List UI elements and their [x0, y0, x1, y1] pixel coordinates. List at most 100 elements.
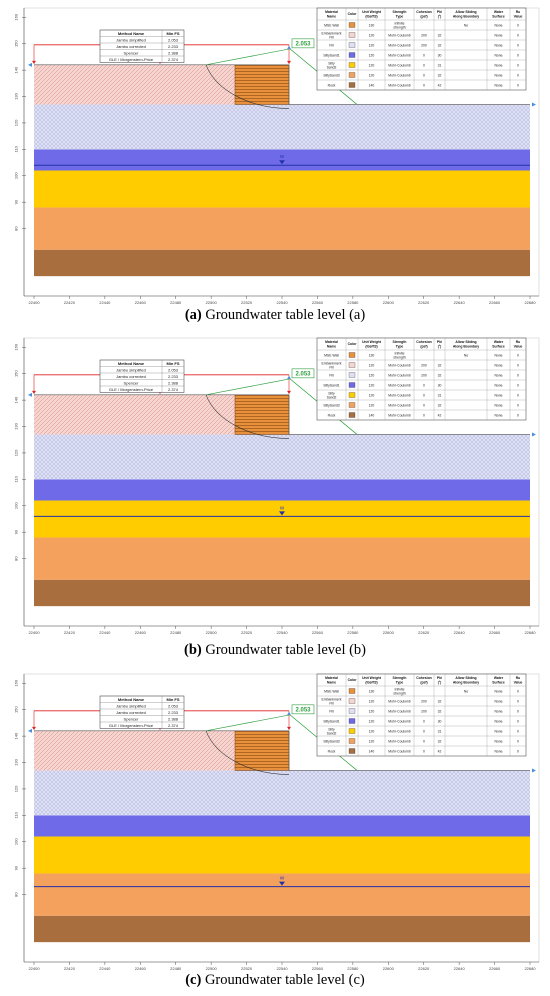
material-cell: 0 — [423, 63, 425, 67]
material-cell: 0 — [517, 83, 519, 87]
material-cell: No — [464, 23, 468, 27]
caption-letter: (b) — [184, 642, 202, 658]
material-header: (psf) — [420, 681, 427, 685]
material-header: Unit Weight — [362, 340, 382, 344]
material-cell: 200 — [421, 373, 427, 377]
material-cell: 32 — [438, 403, 442, 407]
material-header: Surface — [492, 681, 505, 685]
water-table-label: W — [280, 876, 285, 881]
critical-slip-arc — [205, 730, 290, 775]
material-cell: 140 — [369, 749, 375, 753]
caption-text: Groundwater table level (a) — [205, 307, 366, 323]
x-tick-label: 22500 — [206, 966, 218, 971]
load-arrowhead — [32, 60, 36, 64]
material-cell: 0 — [517, 363, 519, 367]
material-cell: None — [494, 83, 502, 87]
material-cell: Mohr-Coulomb — [388, 53, 411, 57]
method-table — [99, 359, 185, 393]
material-cell: SiltySand1 — [323, 53, 339, 57]
material-header: Color — [348, 12, 358, 16]
material-cell: 32 — [438, 73, 442, 77]
material-header: Ru — [516, 676, 521, 680]
material-cell: 0 — [423, 413, 425, 417]
material-cell: 0 — [517, 729, 519, 733]
material-cell: 120 — [369, 33, 375, 37]
material-cell: 120 — [369, 373, 375, 377]
x-tick-label: 22680 — [524, 300, 536, 305]
y-tick-label: 130 — [14, 422, 19, 429]
material-cell: 120 — [369, 63, 375, 67]
material-cell: 0 — [423, 73, 425, 77]
material-cell: Sand2 — [327, 395, 337, 399]
material-cell: 120 — [369, 729, 375, 733]
material-cell: 200 — [421, 33, 427, 37]
material-cell: 0 — [517, 689, 519, 693]
material-cell: None — [494, 729, 502, 733]
caption-b: (b) Groundwater table level (b) — [0, 642, 550, 659]
material-swatch — [348, 412, 356, 418]
material-cell: Silty — [328, 392, 335, 396]
material-cell: strength — [393, 691, 405, 695]
y-tick-label: 130 — [14, 92, 19, 99]
x-tick-label: 22540 — [276, 300, 288, 305]
water-table-marker — [279, 160, 285, 165]
method-name: GLE / Morgenstern-Price — [109, 723, 154, 728]
x-tick-label: 22660 — [489, 630, 501, 635]
material-swatch — [348, 392, 356, 398]
caption-c: (c) Groundwater table level (c) — [0, 972, 550, 989]
layer-fill — [34, 434, 530, 480]
material-cell: None — [494, 413, 502, 417]
material-cell: None — [494, 53, 502, 57]
critical-slip-arc — [205, 64, 290, 109]
material-cell: 0 — [517, 73, 519, 77]
x-tick-label: 22460 — [135, 966, 147, 971]
layer-rock — [34, 249, 530, 277]
material-cell: 200 — [421, 363, 427, 367]
material-header: Water — [494, 10, 504, 14]
material-cell: 130 — [369, 23, 375, 27]
material-cell: 32 — [438, 709, 442, 713]
material-cell: 32 — [438, 373, 442, 377]
material-cell: Mohr-Coulomb — [388, 699, 411, 703]
material-header: Allow Sliding — [455, 676, 476, 680]
material-cell: Mohr-Coulomb — [388, 43, 411, 47]
material-cell: 30 — [438, 719, 442, 723]
material-table — [316, 7, 527, 91]
material-cell: 42 — [438, 413, 442, 417]
material-cell: Sand2 — [327, 65, 337, 69]
layer-silty-sand2 — [34, 836, 530, 874]
y-tick-label: 140 — [14, 732, 19, 739]
x-tick-label: 22600 — [383, 966, 395, 971]
material-cell: 31 — [438, 63, 442, 67]
material-header: Along Boundary — [453, 15, 479, 19]
y-tick-label: 150 — [14, 40, 19, 47]
material-cell: None — [494, 699, 502, 703]
material-swatch — [348, 698, 356, 704]
y-tick-label: 120 — [14, 449, 19, 456]
method-fs: 2.233 — [168, 374, 179, 379]
layer-rock — [34, 579, 530, 607]
material-cell: 31 — [438, 729, 442, 733]
mse-wall — [234, 730, 290, 771]
material-cell: 130 — [369, 689, 375, 693]
boundary-marker-right — [532, 768, 536, 773]
material-header: Phi — [437, 340, 442, 344]
material-cell: None — [494, 719, 502, 723]
y-tick-label: 130 — [14, 758, 19, 765]
method-fs: 2.374 — [168, 57, 179, 62]
material-cell: 42 — [438, 749, 442, 753]
material-swatch — [348, 738, 356, 744]
x-tick-label: 22480 — [170, 630, 182, 635]
x-tick-label: 22660 — [489, 966, 501, 971]
material-header: Material — [325, 340, 338, 344]
layer-fill — [34, 104, 530, 150]
material-header: Value — [514, 681, 523, 685]
material-header: Water — [494, 676, 504, 680]
material-cell: None — [494, 393, 502, 397]
material-cell: 0 — [517, 413, 519, 417]
material-cell: SiltySand3 — [323, 739, 339, 743]
x-tick-label: 22640 — [454, 966, 466, 971]
fs-badge-box — [291, 704, 315, 715]
material-cell: 0 — [423, 719, 425, 723]
